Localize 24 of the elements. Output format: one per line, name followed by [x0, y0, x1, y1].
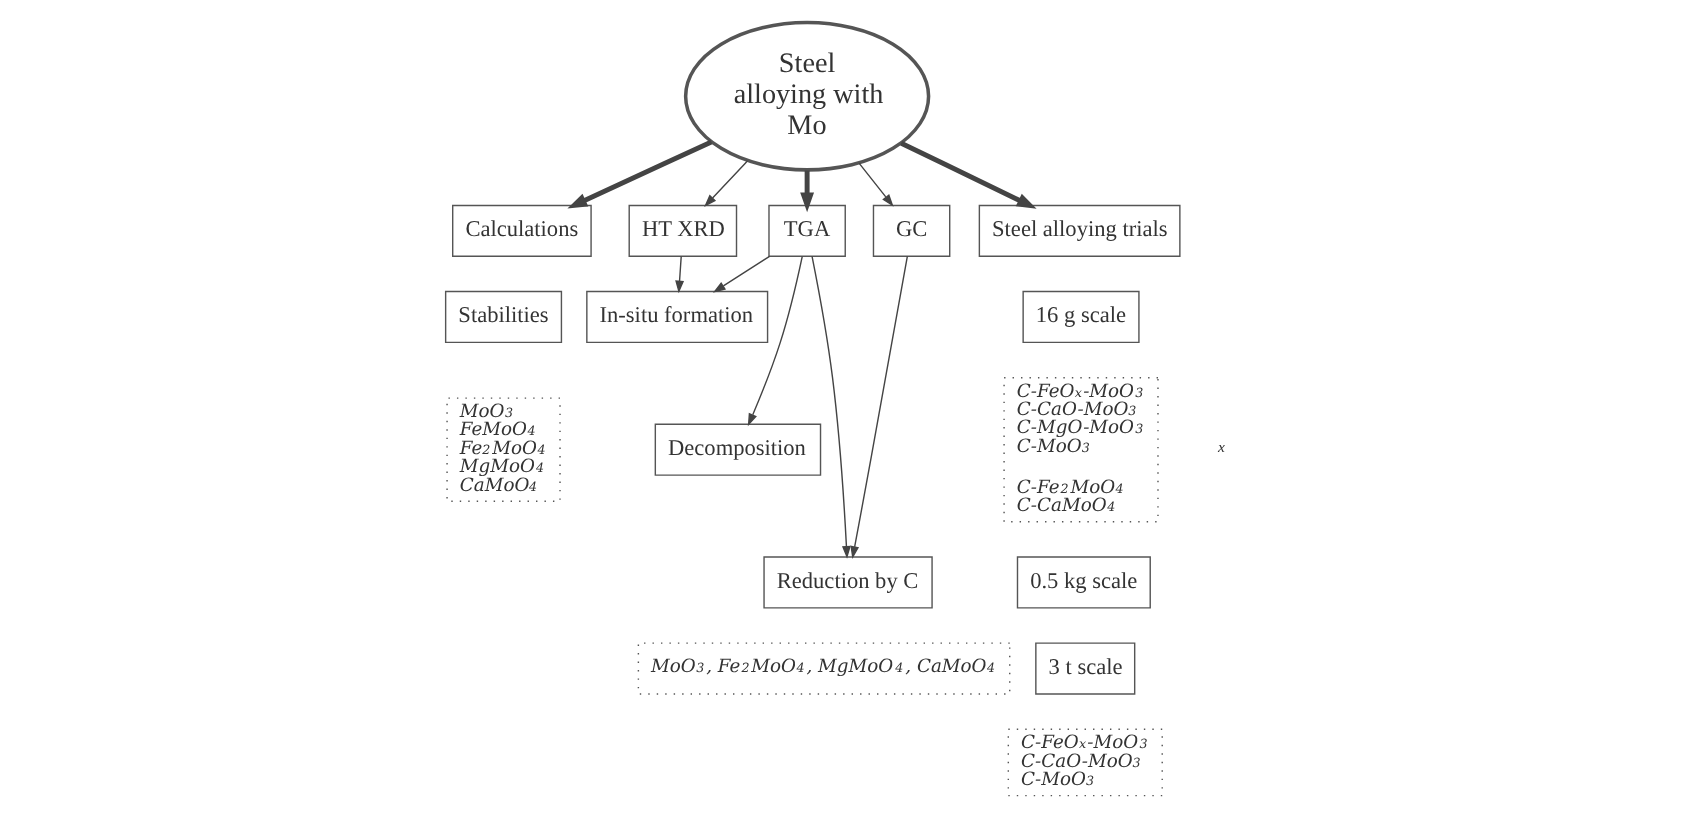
- node-box: Steel alloying trials: [978, 204, 1181, 257]
- node-ellipse: Steel alloying with Mo: [683, 20, 931, 172]
- node-box: Calculations: [452, 204, 592, 257]
- arrow: [675, 255, 685, 294]
- arrow: [811, 255, 851, 559]
- node-box: GC: [872, 204, 951, 257]
- node-box: In-situ formation: [586, 290, 769, 344]
- arrow: [858, 162, 894, 207]
- arrow: [900, 140, 1037, 209]
- node-box: Stabilities: [444, 290, 563, 344]
- node-box: 3 t scale: [1035, 642, 1136, 695]
- node-box: TGA: [768, 204, 846, 257]
- node-box: Reduction by C: [763, 556, 933, 609]
- arrow: [850, 255, 909, 559]
- arrow: [567, 139, 713, 209]
- arrow: [712, 255, 771, 293]
- node-box: HT XRD: [628, 204, 738, 257]
- arrow: [800, 170, 815, 213]
- node-box: 0.5 kg scale: [1016, 556, 1151, 609]
- label: x: [1217, 438, 1225, 457]
- node-box: Decomposition: [654, 423, 822, 476]
- arrow: [747, 255, 803, 427]
- arrow: [704, 160, 749, 207]
- node-box: 16 g scale: [1022, 290, 1140, 344]
